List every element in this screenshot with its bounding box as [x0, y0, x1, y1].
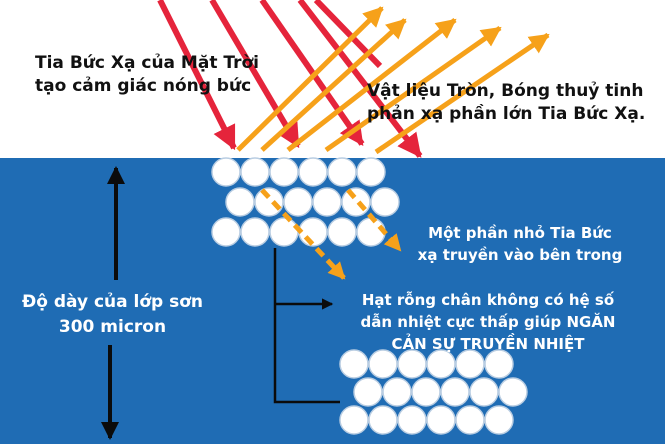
glass-bead [269, 217, 299, 247]
glass-bead [368, 349, 398, 379]
glass-bead [498, 377, 528, 407]
glass-bead [341, 187, 371, 217]
sky-area [0, 0, 665, 158]
reflection-label: Vật liệu Tròn, Bóng thuỷ tinh phản xạ ph… [367, 81, 646, 124]
glass-bead [426, 349, 456, 379]
reflected-ray [374, 32, 550, 155]
glass-bead [353, 377, 383, 407]
glass-bead [283, 187, 313, 217]
reflected-ray [236, 6, 384, 152]
reflected-ray [260, 18, 407, 152]
penetration-label: Một phần nhỏ Tia Bức xạ truyền vào bên t… [417, 224, 623, 264]
transmitted-ray [346, 188, 402, 252]
glass-bead [411, 377, 441, 407]
transmitted-ray [260, 188, 346, 280]
reflected-ray [286, 18, 457, 152]
thickness-arrow [101, 166, 125, 440]
glass-bead [327, 157, 357, 187]
glass-bead [397, 405, 427, 435]
glass-bead [254, 187, 284, 217]
thickness-label: Độ dày của lớp sơn 300 micron [21, 292, 204, 337]
sun-radiation-label: Tia Bức Xạ của Mặt Trời tạo cảm giác nón… [35, 53, 259, 96]
glass-bead [240, 217, 270, 247]
glass-bead [440, 377, 470, 407]
glass-bead [298, 157, 328, 187]
glass-bead [339, 405, 369, 435]
glass-bead-cluster-bottom [339, 349, 528, 435]
incoming-sun-rays [157, 0, 423, 158]
glass-bead [269, 157, 299, 187]
glass-bead [382, 377, 412, 407]
glass-bead [469, 377, 499, 407]
glass-bead [368, 405, 398, 435]
glass-bead [327, 217, 357, 247]
bead-pointer [273, 248, 340, 404]
glass-bead [356, 157, 386, 187]
glass-bead [312, 187, 342, 217]
bead-pointer-bracket [273, 248, 340, 404]
incoming-ray [157, 0, 237, 151]
glass-bead [455, 349, 485, 379]
glass-bead [370, 187, 400, 217]
reflected-rays [236, 6, 550, 155]
transmitted-rays [260, 188, 402, 280]
incoming-ray [297, 0, 423, 158]
reflected-ray [324, 25, 502, 153]
glass-bead [225, 187, 255, 217]
glass-bead [426, 405, 456, 435]
glass-bead [455, 405, 485, 435]
glass-bead [339, 349, 369, 379]
glass-bead [240, 157, 270, 187]
glass-bead [211, 157, 241, 187]
glass-bead-cluster-top [211, 157, 400, 247]
glass-bead [356, 217, 386, 247]
glass-bead [211, 217, 241, 247]
glass-bead [484, 349, 514, 379]
incoming-ray [259, 0, 365, 146]
glass-bead [397, 349, 427, 379]
glass-bead [484, 405, 514, 435]
incoming-ray [209, 0, 301, 149]
hollow-beads-label: Hạt rỗng chân không có hệ số dẫn nhiệt c… [360, 291, 616, 353]
